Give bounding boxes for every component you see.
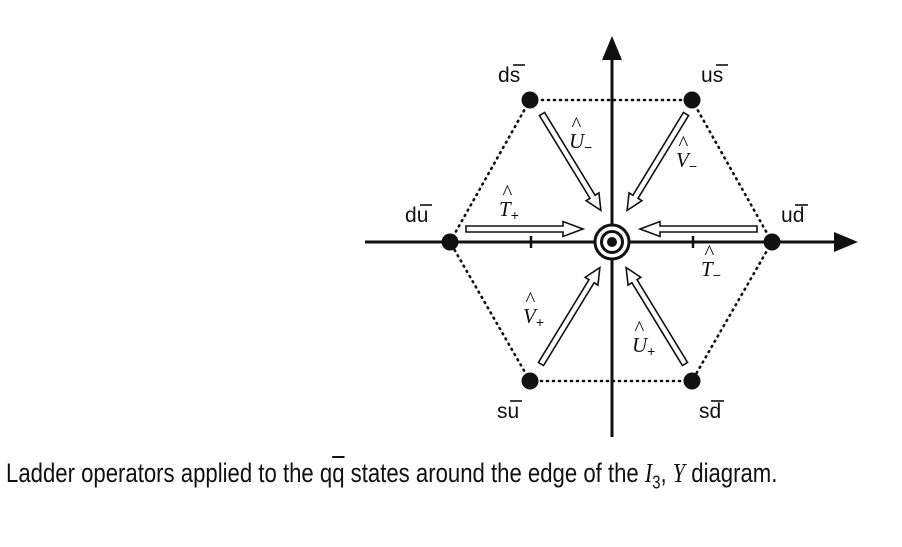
label-u-sbar: us xyxy=(701,64,723,87)
hat-v-minus: ^ xyxy=(678,131,689,155)
label-u-dbar: ud xyxy=(781,204,804,227)
label-t-minus: T− xyxy=(701,257,721,283)
dot-d-sbar xyxy=(521,91,539,109)
figure-caption: Ladder operators applied to the qq state… xyxy=(6,458,778,493)
label-t-plus: T+ xyxy=(499,197,519,223)
dot-d-ubar xyxy=(441,233,459,251)
label-d-sbar: ds xyxy=(498,64,520,87)
hat-v-plus: ^ xyxy=(525,287,536,311)
vertical-axis-arrowhead xyxy=(602,36,622,60)
hexagon-edge-upper-right xyxy=(690,98,774,244)
label-s-ubar: su xyxy=(497,400,519,423)
operator-labels: U− ^ V− ^ T+ ^ T− ^ V+ ^ U+ ^ xyxy=(499,112,721,359)
label-v-minus: V− xyxy=(676,148,697,174)
quark-labels: ds us du ud su sd xyxy=(405,64,808,423)
dot-s-dbar xyxy=(683,372,701,390)
arrow-t-plus xyxy=(465,220,586,238)
hat-t-minus: ^ xyxy=(704,240,715,264)
label-d-ubar: du xyxy=(405,204,428,227)
label-s-dbar: sd xyxy=(699,400,721,423)
horizontal-axis-arrowhead xyxy=(834,232,858,252)
arrow-u-plus xyxy=(625,265,689,367)
state-dots xyxy=(441,91,781,390)
arrow-v-plus xyxy=(537,265,601,367)
hexagon-edge-lower-left xyxy=(448,240,532,383)
ladder-operator-diagram: ds us du ud su sd U− ^ V− ^ T+ ^ T− ^ V+… xyxy=(365,36,858,437)
arrow-u-minus xyxy=(538,111,602,213)
arrow-v-minus xyxy=(626,111,690,213)
dot-u-sbar xyxy=(683,91,701,109)
caption-qq: qq xyxy=(319,458,345,488)
hat-u-plus: ^ xyxy=(634,316,645,340)
arrow-t-minus xyxy=(637,220,758,238)
dot-u-dbar xyxy=(763,233,781,251)
hat-u-minus: ^ xyxy=(571,112,582,136)
center-states-circle xyxy=(593,223,631,261)
label-u-plus: U+ xyxy=(632,333,655,359)
hexagon-edges xyxy=(448,98,774,383)
hat-t-plus: ^ xyxy=(502,180,513,204)
hexagon-edge-lower-right xyxy=(690,240,774,383)
label-v-plus: V+ xyxy=(523,304,544,330)
dot-s-ubar xyxy=(521,372,539,390)
operator-arrows xyxy=(465,111,758,367)
label-u-minus: U− xyxy=(569,129,592,155)
